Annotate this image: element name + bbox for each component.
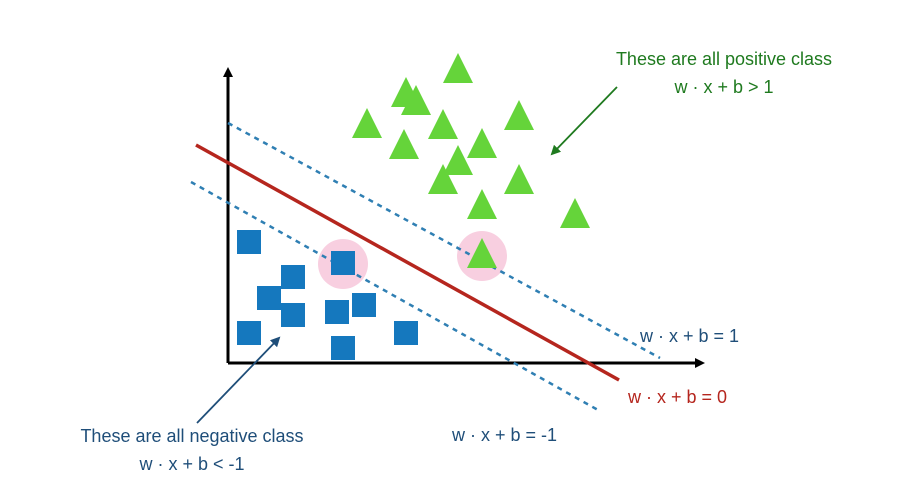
margin-upper-label: w · x + b = 1 [639,326,739,346]
positive-annotation-arrow [550,86,618,156]
positive-triangle [443,145,473,175]
positive-triangle [560,198,590,228]
positive-class-title: These are all positive class [616,49,832,69]
margin-lower-label: w · x + b = -1 [451,425,557,445]
negative-square [257,286,281,310]
negative-support-vector [331,251,355,275]
negative-points [237,230,418,360]
negative-square [331,336,355,360]
positive-triangle [428,109,458,139]
negative-square [394,321,418,345]
negative-class-title: These are all negative class [80,426,303,446]
positive-triangle [443,53,473,83]
positive-triangle [401,85,431,115]
positive-class-inequality: w · x + b > 1 [673,77,773,97]
positive-triangle [467,189,497,219]
decision-boundary-label: w · x + b = 0 [627,387,727,407]
positive-triangle [467,128,497,158]
margin-line-lower [190,180,599,412]
negative-annotation-arrow [196,336,281,424]
axes [223,67,705,368]
negative-square [237,230,261,254]
positive-support-vector [467,238,497,268]
negative-square [281,265,305,289]
decision-boundary-line [195,143,620,382]
negative-square [352,293,376,317]
positive-triangle [504,100,534,130]
positive-triangle [389,129,419,159]
positive-points [352,53,590,268]
negative-class-inequality: w · x + b < -1 [138,454,244,474]
positive-triangle [504,164,534,194]
positive-triangle [428,164,458,194]
negative-square [237,321,261,345]
positive-triangle [352,108,382,138]
margin-line-upper [227,121,661,360]
negative-square [325,300,349,324]
negative-square [281,303,305,327]
